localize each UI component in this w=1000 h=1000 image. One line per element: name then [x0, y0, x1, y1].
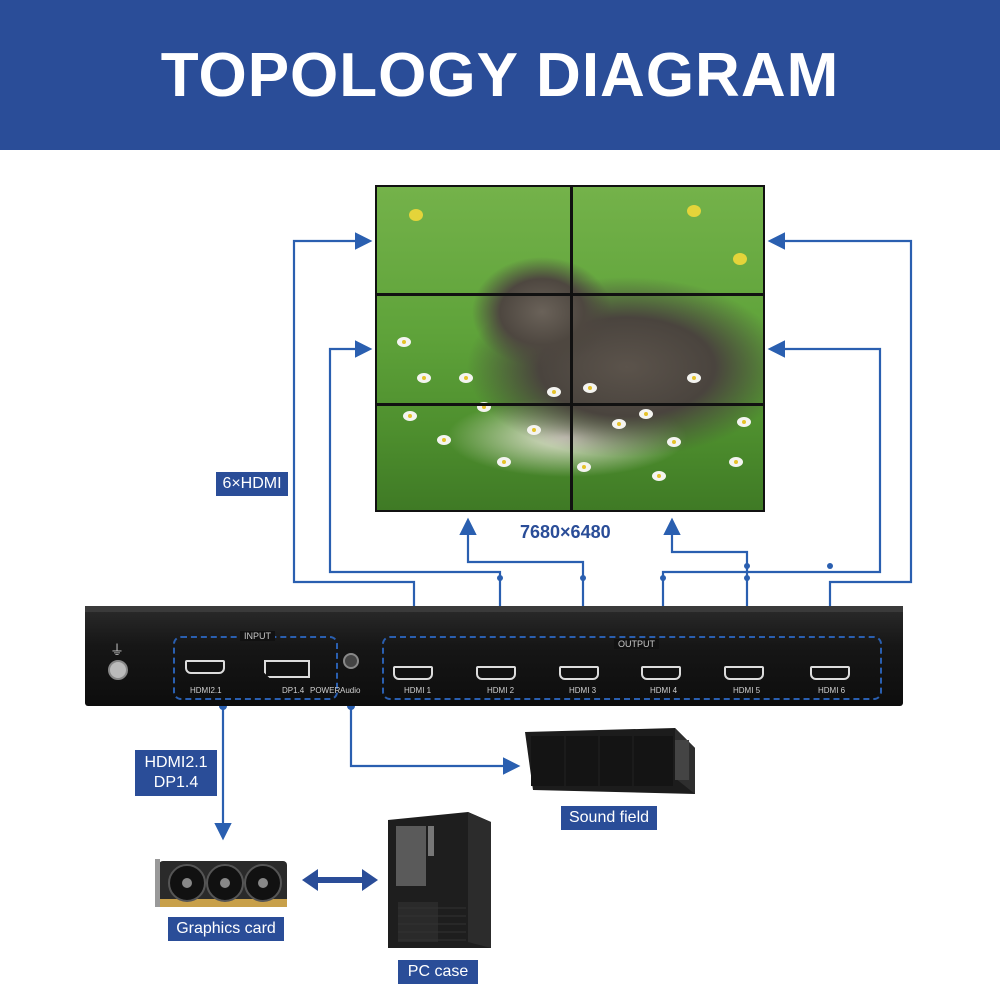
input-group-title: INPUT	[240, 631, 275, 641]
port-label-power: POWER	[310, 686, 341, 695]
video-wall-controller	[85, 606, 903, 706]
hdmi-out-2[interactable]	[476, 666, 516, 680]
speaker-image	[525, 728, 695, 794]
ground-screw	[108, 660, 128, 680]
port-label-hdmi2: HDMI 2	[487, 686, 515, 695]
hdmi-out-6[interactable]	[810, 666, 850, 680]
ground-icon: ⏚	[110, 642, 124, 658]
hdmi-out-1[interactable]	[393, 666, 433, 680]
output-group	[382, 636, 882, 700]
resolution-label: 7680×6480	[520, 522, 611, 542]
input-types-label: HDMI2.1 DP1.4	[135, 750, 217, 796]
audio-jack[interactable]	[343, 653, 359, 669]
port-label-dp14: DP1.4	[282, 686, 305, 695]
port-label-hdmi1: HDMI 1	[404, 686, 432, 695]
pc-case-image	[388, 812, 491, 948]
hdmi-out-3[interactable]	[559, 666, 599, 680]
pc-case-label: PC case	[398, 960, 478, 984]
input-types-line2: DP1.4	[153, 774, 199, 791]
port-label-audio: Audio	[340, 686, 361, 695]
port-label-hdmi4: HDMI 4	[650, 686, 678, 695]
sound-field-label: Sound field	[561, 806, 657, 830]
output-group-title: OUTPUT	[614, 639, 659, 649]
hdmi-out-4[interactable]	[641, 666, 681, 680]
graphics-card-image	[155, 859, 287, 907]
port-label-hdmi3: HDMI 3	[569, 686, 597, 695]
double-arrow-icon	[302, 869, 378, 891]
header-banner: TOPOLOGY DIAGRAM	[0, 0, 1000, 150]
port-label-hdmi6: HDMI 6	[818, 686, 846, 695]
hdmi21-port[interactable]	[185, 660, 225, 674]
hdmi-out-5[interactable]	[724, 666, 764, 680]
graphics-card-label: Graphics card	[168, 917, 284, 941]
input-types-line1: HDMI2.1	[144, 754, 208, 771]
port-label-hdmi5: HDMI 5	[733, 686, 761, 695]
hdmi-count-label: 6×HDMI	[216, 472, 288, 496]
link-hdmi6	[767, 232, 913, 636]
page-title: TOPOLOGY DIAGRAM	[160, 40, 840, 110]
link-audio	[349, 706, 521, 775]
video-wall	[375, 185, 765, 512]
port-label-hdmi21: HDMI2.1	[190, 686, 222, 695]
dp14-port[interactable]	[264, 660, 310, 678]
